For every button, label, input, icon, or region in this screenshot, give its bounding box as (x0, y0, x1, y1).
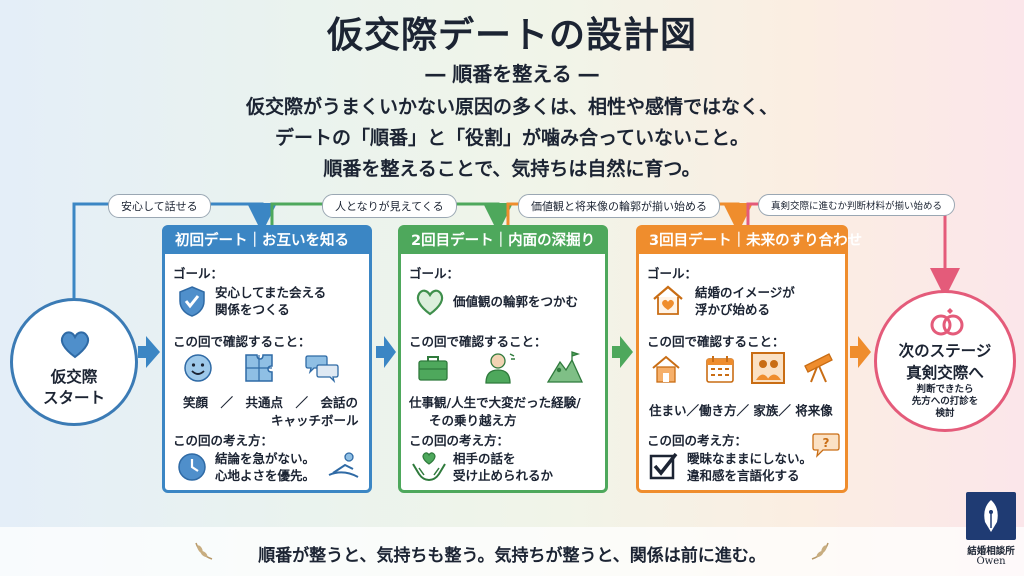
chevron-arrow-4 (850, 336, 871, 368)
goal-title: 次のステージ (898, 342, 992, 360)
goal-text: 結婚のイメージが 浮かび始める (695, 285, 795, 317)
mindset-text: 結論を急がない。 心地よさを優先。 (215, 451, 316, 483)
rings-icon (930, 308, 964, 336)
chevron-arrow-3 (612, 336, 633, 368)
check-text: 住まい／働き方／ 家族／ 将来像 (649, 403, 833, 418)
person-thinking-icon (485, 353, 515, 384)
lead-line-2: デートの「順番」と「役割」が噛み合っていないこと。 (274, 127, 750, 149)
clock-icon (178, 453, 206, 481)
laurel-left-icon (195, 542, 213, 560)
step-header: 3回目デート｜未来のすり合わせ (639, 228, 862, 254)
mindset-label: この回の考え方： (647, 433, 748, 448)
briefcase-icon (418, 356, 448, 381)
chevron-arrow-2 (376, 336, 396, 368)
check-label: この回で確認すること： (409, 334, 547, 349)
brand-logo: 結婚相談所 Owen (962, 492, 1020, 572)
footer-bar: 順番が整うと、気持ちも整う。気持ちが整うと、関係は前に進む。 (0, 527, 1024, 576)
heart-outline-icon (416, 289, 444, 316)
heart-icon (60, 331, 90, 359)
transition-pill-4: 真剣交際に進むか判断材料が揃い始める (758, 194, 956, 216)
house-heart-icon (653, 285, 683, 315)
chevron-arrow-1 (138, 336, 160, 368)
transition-pill-1: 安心して話せる (108, 194, 211, 218)
step-card-2: 2回目デート｜内面の深掘り ゴール： 価値観の輪郭をつかむ この回で確認すること… (398, 225, 608, 493)
lead-line-1: 仮交際がうまくいかない原因の多くは、相性や感情ではなく、 (245, 96, 778, 118)
goal-text: 価値観の輪郭をつかむ (453, 294, 579, 309)
question-bubble-icon: ? (812, 433, 840, 458)
telescope-icon (804, 353, 833, 383)
footer-slogan: 順番が整うと、気持ちも整う。気持ちが整うと、関係は前に進む。 (258, 546, 766, 566)
transition-pill-2: 人となりが見えてくる (322, 194, 457, 218)
smile-icon (184, 354, 212, 382)
start-node: 仮交際 スタート (10, 298, 138, 426)
puzzle-icon (245, 354, 273, 382)
lead-line-3: 順番を整えることで、気持ちは自然に育つ。 (323, 158, 701, 180)
checkbox-icon (649, 452, 678, 480)
start-label: 仮交際 スタート (42, 368, 105, 407)
house-icon (652, 355, 680, 383)
logo-name: 結婚相談所 (967, 546, 1015, 557)
mindset-text: 相手の話を 受け止められるか (453, 451, 554, 483)
logo-mark (966, 492, 1016, 540)
check-label: この回で確認すること： (173, 334, 311, 349)
goal-subtitle: 真剣交際へ (906, 364, 984, 382)
step-card-3: 3回目デート｜未来のすり合わせ ゴール： 結婚のイメージが 浮かび始める この回… (636, 225, 862, 493)
pen-nib-icon (984, 500, 998, 532)
mindset-label: この回の考え方： (409, 433, 510, 448)
relax-icon (328, 452, 359, 478)
goal-label: ゴール： (409, 266, 460, 281)
chat-bubbles-icon (305, 355, 339, 384)
goal-label: ゴール： (647, 266, 698, 281)
check-text: 仕事観/人生で大変だった経験/ (409, 395, 581, 410)
goal-label: ゴール： (173, 266, 224, 281)
svg-text:?: ? (823, 436, 830, 450)
family-photo-icon (751, 352, 785, 384)
step-header: 初回デート｜お互いを知る (165, 228, 369, 254)
step-card-1: 初回デート｜お互いを知る ゴール： 安心してまた会える 関係をつくる この回で確… (162, 225, 372, 493)
goal-text: 安心してまた会える 関係をつくる (215, 285, 327, 317)
check-label: この回で確認すること： (647, 334, 785, 349)
hands-heart-icon (412, 452, 446, 482)
page-title: 仮交際デートの設計図 (326, 15, 697, 56)
calendar-icon (706, 356, 734, 383)
check-text-2: その乗り越え方 (429, 413, 517, 428)
goal-note: 判断できたら 先方への打診を 検討 (911, 384, 979, 419)
logo-sub: Owen (976, 556, 1006, 567)
mindset-label: この回の考え方： (173, 433, 274, 448)
step-header: 2回目デート｜内面の深掘り (401, 228, 605, 254)
page-subtitle: ― 順番を整える ― (425, 62, 599, 86)
mindset-text: 曖昧なままにしない。 違和感を言語化する (687, 451, 813, 483)
mountain-climb-icon (546, 351, 584, 383)
shield-check-icon (179, 286, 205, 317)
check-text: 笑顔 ／ 共通点 ／ 会話の (183, 395, 359, 410)
check-text-2: キャッチボール (271, 413, 359, 428)
transition-pill-3: 価値観と将来像の輪郭が揃い始める (518, 194, 720, 218)
goal-node: 次のステージ 真剣交際へ 判断できたら 先方への打診を 検討 (874, 290, 1016, 432)
laurel-right-icon (811, 542, 829, 560)
